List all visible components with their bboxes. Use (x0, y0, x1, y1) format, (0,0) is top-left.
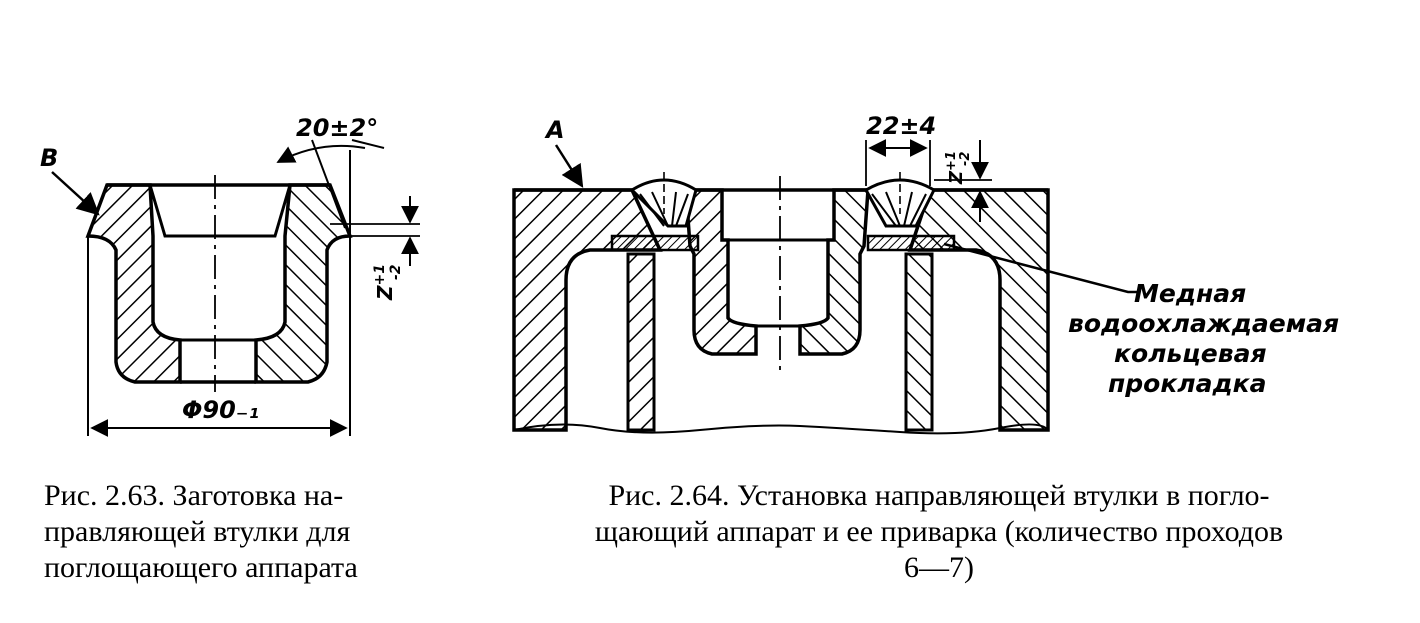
dim-z-lower: -2 (388, 264, 404, 280)
dim-angle-label: 20±2° (296, 114, 378, 142)
blank-left-wall (85, 183, 182, 384)
apparatus-left-rib (626, 252, 656, 432)
note-line-4: прокладка (1108, 369, 1267, 398)
caption-fig1-text: Рис. 2.63. Заготовка на- правляющей втул… (44, 479, 358, 584)
blank-bore (148, 184, 292, 238)
bushing-left-wall (684, 188, 758, 356)
dim-z-text-2: Z (946, 170, 967, 185)
caption-figure-2-64: Рис. 2.64. Установка направляющей втулки… (528, 478, 1350, 586)
dim-z-lower-2: -2 (958, 152, 973, 166)
note-line-1: Медная (1134, 279, 1246, 308)
figure-2-64-drawing: A 22±4 Z+1-2 Медная водоохлаждаемая коль… (512, 112, 1339, 435)
copper-gasket-left (610, 234, 700, 252)
dim-z-label-fig2: Z+1-2 (944, 151, 973, 185)
note-line-3: кольцевая (1114, 339, 1267, 368)
dim-z-label-fig1: Z+1-2 (372, 264, 404, 301)
break-line (513, 423, 1049, 435)
note-leader (943, 242, 1140, 294)
label-a: A (544, 116, 565, 144)
dim-diameter-label: Φ90₋₁ (182, 396, 259, 424)
apparatus-right-rib (904, 252, 934, 432)
copper-gasket-right (866, 234, 956, 252)
caption-figure-2-63: Рис. 2.63. Заготовка на- правляющей втул… (44, 478, 414, 586)
dim-z-upper-2: +1 (944, 151, 959, 171)
dim-z-text: Z (373, 285, 397, 301)
blank-right-wall (254, 183, 353, 384)
note-line-2: водоохлаждаемая (1068, 309, 1339, 338)
figure-2-63-drawing: B 20±2° Z+1-2 Φ90₋₁ (40, 114, 420, 437)
label-b: B (40, 144, 58, 172)
dim-width-label: 22±4 (866, 112, 936, 140)
dim-z-upper: +1 (372, 264, 388, 285)
caption-fig2-text: Рис. 2.64. Установка направляющей втулки… (594, 479, 1284, 584)
bushing-right-wall (798, 188, 870, 356)
